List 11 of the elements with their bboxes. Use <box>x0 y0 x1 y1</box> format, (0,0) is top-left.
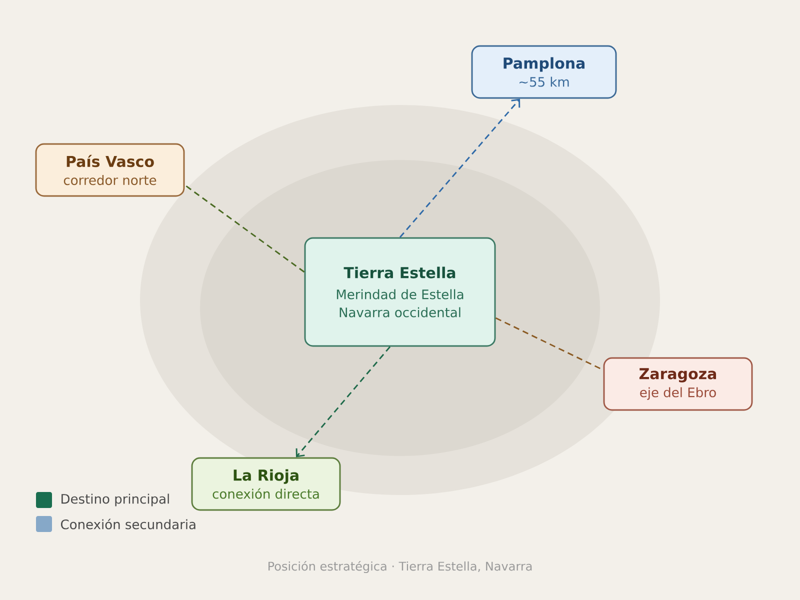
connector-line <box>184 184 305 273</box>
arrow <box>296 346 391 458</box>
city-box: La Rioja conexión directa <box>191 457 341 511</box>
city-box: Pamplona ~55 km <box>471 45 617 99</box>
arrow <box>399 98 520 238</box>
legend-label: Conexión secundaria <box>61 518 196 530</box>
caption: Posición estratégica · Tierra Estella, Navarra <box>268 560 532 574</box>
city-box: Zaragoza eje del Ebro <box>603 357 753 411</box>
city-box: País Vasco corredor norte <box>35 143 185 197</box>
region-box: Tierra Estella Merindad de Estella Navarra occidental <box>304 237 496 347</box>
legend-label: Destino principal <box>62 494 169 506</box>
